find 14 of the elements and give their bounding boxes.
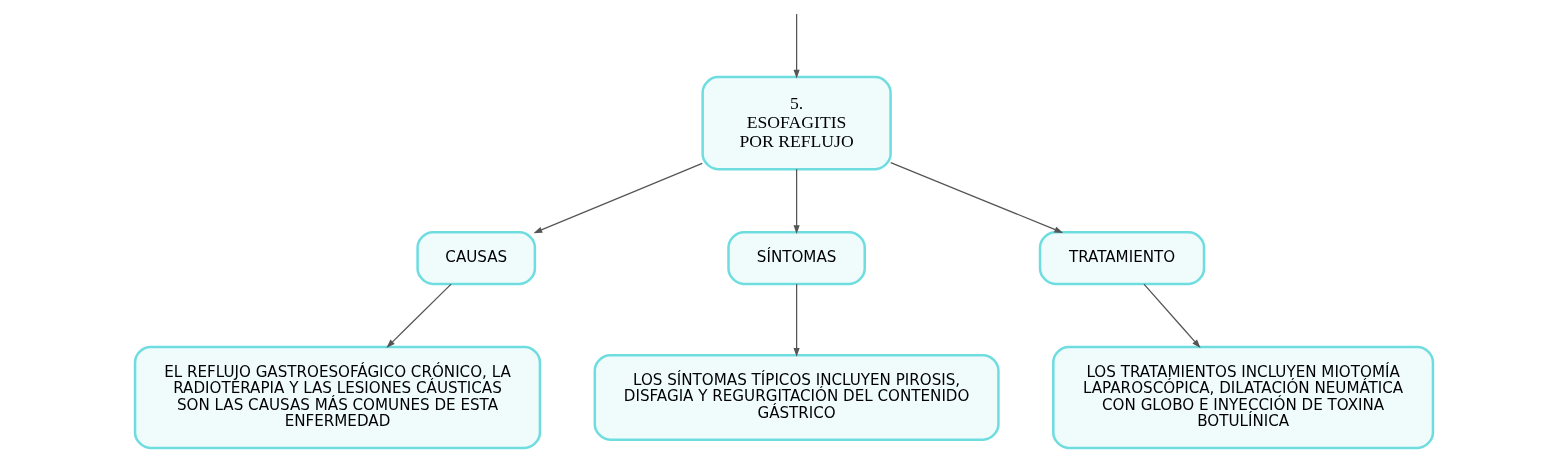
arrow bbox=[1142, 283, 1201, 349]
arrow bbox=[793, 168, 800, 234]
node-box: CAUSAS bbox=[415, 230, 536, 286]
node-box: LOS SÍNTOMAS TÍPICOS INCLUYEN PIROSIS, DISFAGIA Y REGURGITACIÓN DEL CONTENIDO GÁSTRICO bbox=[593, 353, 1000, 441]
node-box: 5. ESOFAGITIS POR REFLUJO bbox=[700, 75, 892, 171]
arrow bbox=[532, 162, 703, 234]
arrow bbox=[793, 283, 800, 357]
arrow bbox=[385, 283, 452, 348]
arrow bbox=[889, 162, 1063, 233]
node-box: TRATAMIENTO bbox=[1038, 230, 1205, 286]
node-box: EL REFLUJO GASTROESOFÁGICO CRÓNICO, LA RADIOTERAPIA Y LAS LESIONES CÁUSTICAS SON LAS CAUSAS MÁS COMUNES DE ESTA ENFERMEDAD bbox=[133, 345, 541, 450]
node-box: LOS TRATAMIENTOS INCLUYEN MIOTOMÍA LAPAROSCÓPICA, DILATACIÓN NEUMÁTICA CON GLOBO E INYECCIÓN DE TOXINA BOTULÍNICA bbox=[1051, 345, 1434, 450]
arrow bbox=[793, 13, 800, 79]
node-box: SÍNTOMAS bbox=[726, 230, 866, 286]
